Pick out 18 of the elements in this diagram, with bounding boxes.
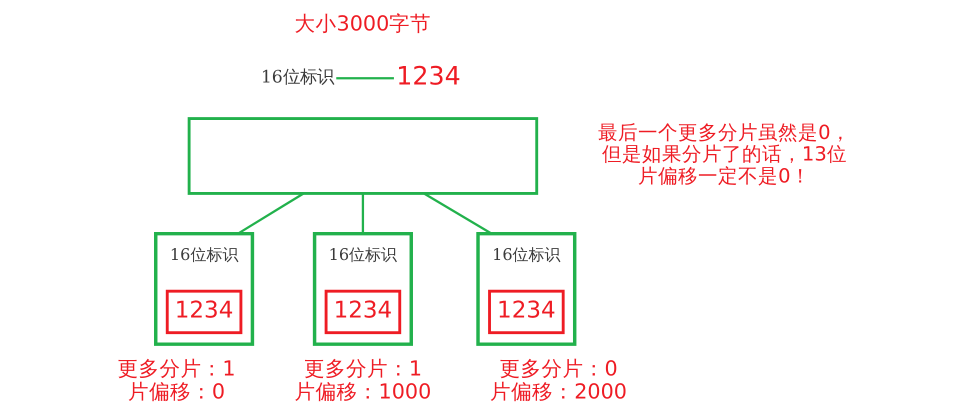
node-label: 更多分片：1: [116, 356, 236, 381]
node-box: 1234: [165, 290, 242, 334]
connector: [361, 194, 364, 234]
node-label: 更多分片：0: [498, 356, 618, 381]
node-label: 片偏移：0: [127, 380, 225, 404]
node-box: 1234: [488, 290, 564, 334]
node-label: 片偏移：1000: [294, 380, 431, 404]
node-box: [187, 117, 538, 195]
node-text: 16位标识: [260, 67, 334, 88]
connector: [336, 77, 394, 80]
node-label: 更多分片：1: [303, 356, 422, 381]
connector: [423, 192, 492, 235]
label: 大小3000字节: [294, 11, 431, 36]
node-box: 1234: [324, 290, 401, 334]
node-label: 片偏移：2000: [490, 380, 626, 404]
connector: [236, 192, 304, 235]
label: 最后一个更多分片虽然是0，但是如果分片了的话，13位片偏移一定不是0！: [598, 120, 850, 188]
node-text: 1234: [396, 60, 460, 91]
